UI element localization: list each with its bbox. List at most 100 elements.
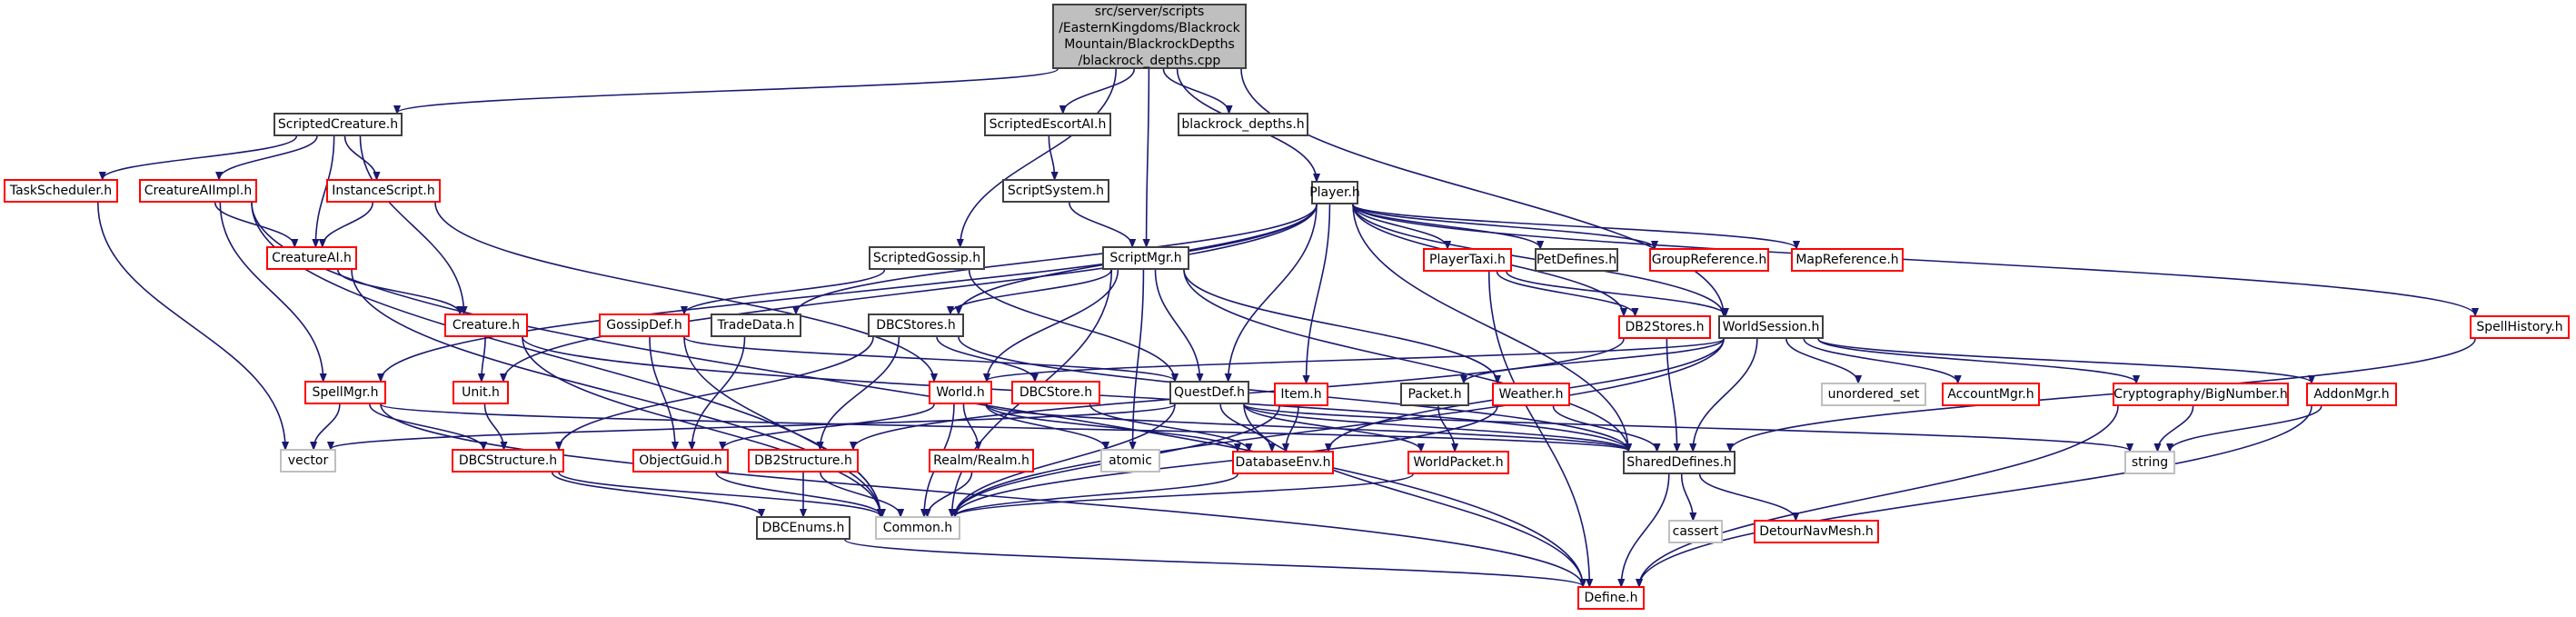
node-label: TradeData.h	[717, 317, 795, 333]
node-scriptedgossip[interactable]: ScriptedGossip.h	[869, 246, 985, 270]
edge-scriptedcreature-to-creatureai	[315, 135, 335, 246]
node-dbcenums[interactable]: DBCEnums.h	[756, 516, 850, 540]
node-questdef[interactable]: QuestDef.h	[1169, 381, 1249, 404]
node-addonmgr[interactable]: AddonMgr.h	[2306, 383, 2397, 406]
node-bignumber[interactable]: Cryptography/BigNumber.h	[2113, 383, 2289, 406]
edge-weather-to-shareddefines	[1552, 405, 1656, 451]
edge-worldsession-to-accountmgr	[1803, 338, 1957, 383]
node-worldsession[interactable]: WorldSession.h	[1718, 315, 1824, 339]
node-label: ObjectGuid.h	[639, 453, 722, 468]
node-label: Define.h	[1584, 590, 1638, 605]
edge-worldsession-to-packet	[1464, 338, 1725, 383]
edge-spellhistory-to-shareddefines	[1730, 338, 2476, 451]
node-label: World.h	[936, 384, 985, 400]
node-weather[interactable]: Weather.h	[1492, 383, 1570, 406]
node-db2stores[interactable]: DB2Stores.h	[1618, 315, 1711, 339]
node-label: DB2Structure.h	[754, 453, 852, 468]
node-playertaxi[interactable]: PlayerTaxi.h	[1423, 248, 1512, 272]
node-label: Unit.h	[462, 384, 500, 400]
edge-dbcstores-to-dbcstore	[936, 336, 1035, 381]
node-label: vector	[287, 453, 329, 468]
node-label: DBCStructure.h	[458, 453, 558, 468]
edge-dbcenums-to-define	[844, 539, 1583, 586]
edge-dbcstores-to-db2structure	[821, 336, 900, 449]
node-accountmgr[interactable]: AccountMgr.h	[1942, 383, 2040, 406]
node-instancescript[interactable]: InstanceScript.h	[326, 179, 441, 203]
node-detournavmesh[interactable]: DetourNavMesh.h	[1754, 520, 1879, 543]
node-tradedata[interactable]: TradeData.h	[711, 313, 801, 337]
edge-root-to-scriptmgr	[1147, 68, 1149, 246]
edge-world-to-objectguid	[722, 403, 935, 449]
node-db2structure[interactable]: DB2Structure.h	[748, 449, 859, 473]
node-label: DatabaseEnv.h	[1235, 454, 1331, 470]
node-databaseenv[interactable]: DatabaseEnv.h	[1232, 451, 1334, 474]
edge-playertaxi-to-db2stores	[1496, 271, 1636, 315]
node-objectguid[interactable]: ObjectGuid.h	[632, 449, 729, 473]
node-cassert[interactable]: cassert	[1668, 520, 1723, 543]
node-scriptedcreature[interactable]: ScriptedCreature.h	[274, 113, 403, 136]
node-packet[interactable]: Packet.h	[1400, 383, 1469, 406]
node-scriptmgr[interactable]: ScriptMgr.h	[1102, 246, 1189, 270]
node-unordered-set[interactable]: unordered_set	[1821, 383, 1926, 406]
edge-root-to-scriptedescortai	[1063, 68, 1135, 113]
node-blackrock-depths-h[interactable]: blackrock_depths.h	[1178, 113, 1308, 136]
node-petdefines[interactable]: PetDefines.h	[1535, 248, 1618, 272]
edge-unit-to-dbcstructure	[483, 403, 504, 449]
node-string[interactable]: string	[2124, 451, 2175, 474]
node-label: Realm/Realm.h	[933, 453, 1029, 468]
node-define[interactable]: Define.h	[1577, 586, 1645, 610]
node-label: Item.h	[1280, 386, 1322, 402]
edge-questdef-to-shareddefines	[1243, 403, 1628, 451]
node-label: blackrock_depths.h	[1181, 116, 1305, 132]
node-dbcstructure[interactable]: DBCStructure.h	[452, 449, 564, 473]
edge-scriptedcreature-to-creature	[359, 135, 463, 313]
node-creatureaiimpl[interactable]: CreatureAIImpl.h	[139, 179, 257, 203]
node-scriptsystem[interactable]: ScriptSystem.h	[1002, 179, 1109, 203]
node-item[interactable]: Item.h	[1274, 383, 1328, 406]
edge-scriptedgossip-to-questdef	[968, 269, 1175, 381]
edge-player-to-spellmgr	[381, 204, 1318, 381]
edge-shareddefines-to-define	[1621, 473, 1670, 586]
edge-addonmgr-to-string	[2170, 405, 2322, 451]
edge-world-to-atomic	[985, 403, 1106, 449]
edge-player-to-spellhistory	[1352, 204, 2475, 315]
edge-scriptedcreature-to-creatureaiimpl	[219, 135, 318, 179]
node-unit[interactable]: Unit.h	[453, 381, 509, 404]
edge-player-to-mapreference	[1352, 204, 1796, 248]
edge-gossipdef-to-questdef	[683, 336, 1175, 381]
edge-questdef-to-vector	[331, 403, 1176, 449]
node-world[interactable]: World.h	[929, 381, 992, 404]
edge-scriptmgr-to-weather	[1183, 269, 1497, 383]
node-gossipdef[interactable]: GossipDef.h	[599, 313, 690, 337]
node-root[interactable]: src/server/scripts /EasternKingdoms/Blac…	[1052, 4, 1247, 69]
node-groupreference[interactable]: GroupReference.h	[1649, 248, 1769, 272]
edge-realm-to-common	[928, 472, 973, 516]
edge-creature-to-common	[522, 336, 880, 516]
edge-creatureaiimpl-to-spellmgr	[219, 202, 323, 381]
node-vector[interactable]: vector	[280, 449, 336, 473]
node-shareddefines[interactable]: SharedDefines.h	[1623, 451, 1736, 474]
node-scriptedescortai[interactable]: ScriptedEscortAI.h	[984, 113, 1111, 136]
node-spellhistory[interactable]: SpellHistory.h	[2470, 315, 2570, 339]
edge-root-to-blackrock_depths_h	[1162, 68, 1228, 113]
node-spellmgr[interactable]: SpellMgr.h	[304, 381, 386, 404]
edge-scriptedgossip-to-gossipdef	[684, 269, 886, 313]
node-label: DB2Stores.h	[1625, 319, 1705, 334]
node-dbcstores[interactable]: DBCStores.h	[868, 313, 964, 337]
node-worldpacket[interactable]: WorldPacket.h	[1407, 451, 1509, 474]
node-label: ScriptedEscortAI.h	[989, 116, 1107, 132]
node-realm[interactable]: Realm/Realm.h	[929, 449, 1034, 473]
edge-worldsession-to-unordered_set	[1785, 338, 1858, 383]
node-label: InstanceScript.h	[332, 183, 435, 198]
node-taskscheduler[interactable]: TaskScheduler.h	[4, 179, 118, 203]
node-creature[interactable]: Creature.h	[444, 313, 528, 337]
node-common[interactable]: Common.h	[875, 516, 960, 540]
node-player[interactable]: Player.h	[1309, 181, 1360, 204]
node-mapreference[interactable]: MapReference.h	[1791, 248, 1904, 272]
node-dbcstore[interactable]: DBCStore.h	[1011, 381, 1100, 404]
node-label: Common.h	[882, 520, 953, 535]
node-creatureai[interactable]: CreatureAI.h	[266, 246, 357, 270]
node-atomic[interactable]: atomic	[1100, 449, 1160, 473]
edge-spellmgr-to-shareddefines	[380, 403, 1628, 451]
node-label: string	[2131, 454, 2169, 470]
